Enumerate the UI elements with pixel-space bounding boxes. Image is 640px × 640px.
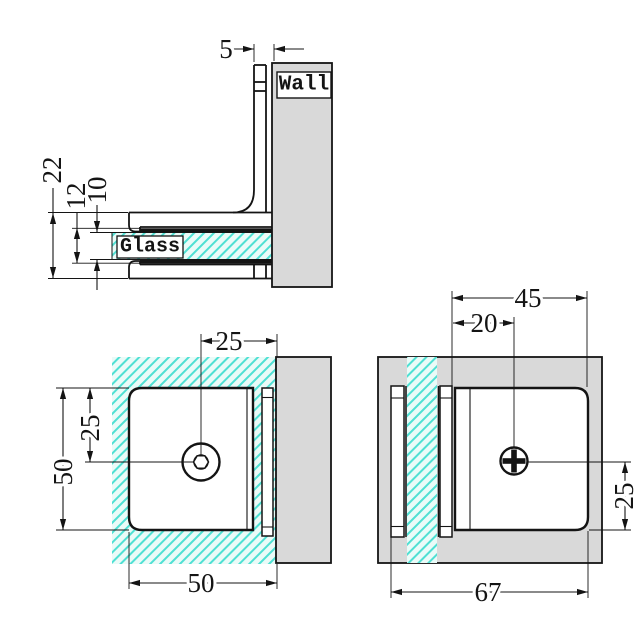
front-view: 25 25 50 50 [45,323,332,601]
dim-text-22: 22 [37,157,67,184]
wall-label-box [276,71,332,99]
gasket-bottom [140,259,272,264]
side-view: Wall Glass 5 22 [34,31,333,290]
phillips-cross-icon [511,449,517,473]
phillips-screw [499,317,631,476]
glass-label: Glass [120,236,180,259]
dim-opening-12: 12 [58,180,140,264]
dim-text-67: 67 [475,577,502,607]
dim-glass-thickness-10: 10 [79,174,115,290]
side-tab-back [439,385,453,538]
wall-edge-front [275,356,332,564]
dim-width-50: 50 [128,532,278,601]
dim-text-10: 10 [82,177,112,204]
dim-center-to-wall-25: 25 [201,323,278,359]
dim-wall-offset-5: 5 [216,31,304,67]
dim-plate-width-45: 45 [451,280,588,387]
dim-edge-to-center-20: 20 [453,305,514,341]
hex-screw [85,334,221,482]
wall-section [271,62,333,288]
back-tab [390,385,405,538]
dim-text-25-right: 25 [609,483,639,510]
dim-text-25-top: 25 [216,326,243,356]
dim-text-20: 20 [471,308,498,338]
dim-text-5: 5 [219,34,233,64]
dim-total-height-22: 22 [34,154,128,279]
dim-overall-depth-67: 67 [390,531,589,610]
dim-text-50-left: 50 [48,459,78,486]
back-view: 45 20 25 67 [377,280,640,610]
dim-text-50-bottom: 50 [188,568,215,598]
dim-top-to-center-25: 25 [72,388,108,462]
hex-socket-icon [192,454,210,470]
gasket-top [140,228,272,233]
dim-text-45: 45 [515,283,542,313]
glass-edge-back [407,357,437,563]
dim-text-25-left: 25 [75,415,105,442]
bracket-section [128,64,272,280]
side-tab-front [261,387,274,537]
dim-height-50: 50 [45,387,129,531]
glass-label-box [116,235,184,259]
wall-label: Wall [279,74,329,97]
dim-text-12: 12 [61,183,91,210]
dim-center-to-bottom-25: 25 [589,462,640,531]
